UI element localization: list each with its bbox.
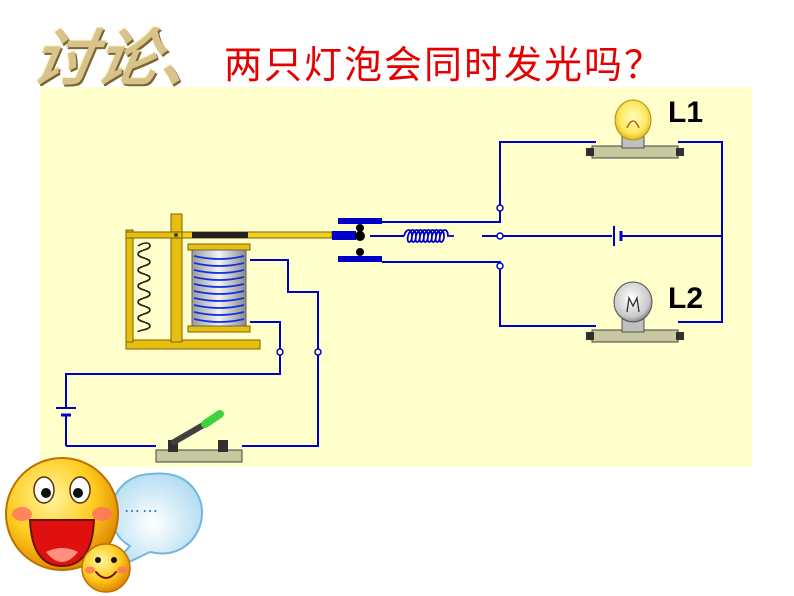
lamp-label-L1: L1 [668, 96, 704, 129]
relay-contacts [332, 218, 382, 262]
circuit-wires [65, 141, 723, 447]
junction-dots [276, 204, 504, 356]
bulb-icon [586, 281, 684, 343]
wire-upper-contact [382, 141, 596, 223]
lamp-label-L2: L2 [668, 282, 704, 315]
smiley-icon [5, 457, 119, 571]
wire-lower-contact [382, 261, 596, 327]
wire-L1-right [678, 141, 723, 323]
load-spring [403, 229, 454, 243]
bulb-icon [586, 99, 684, 159]
wire-coil-to-switch [242, 259, 319, 447]
relay-spring [137, 242, 151, 333]
switch-icon[interactable] [155, 410, 243, 463]
relay-icon [125, 213, 333, 350]
relay-coil-windings [193, 255, 245, 323]
battery-icon [56, 407, 76, 417]
question-title: 两只灯泡会同时发光吗？ [224, 43, 665, 87]
smiley-icon [81, 543, 131, 593]
speech-bubble-text: …… [124, 497, 160, 516]
wire-coil-to-battery [65, 321, 281, 408]
battery-icon [613, 226, 623, 246]
